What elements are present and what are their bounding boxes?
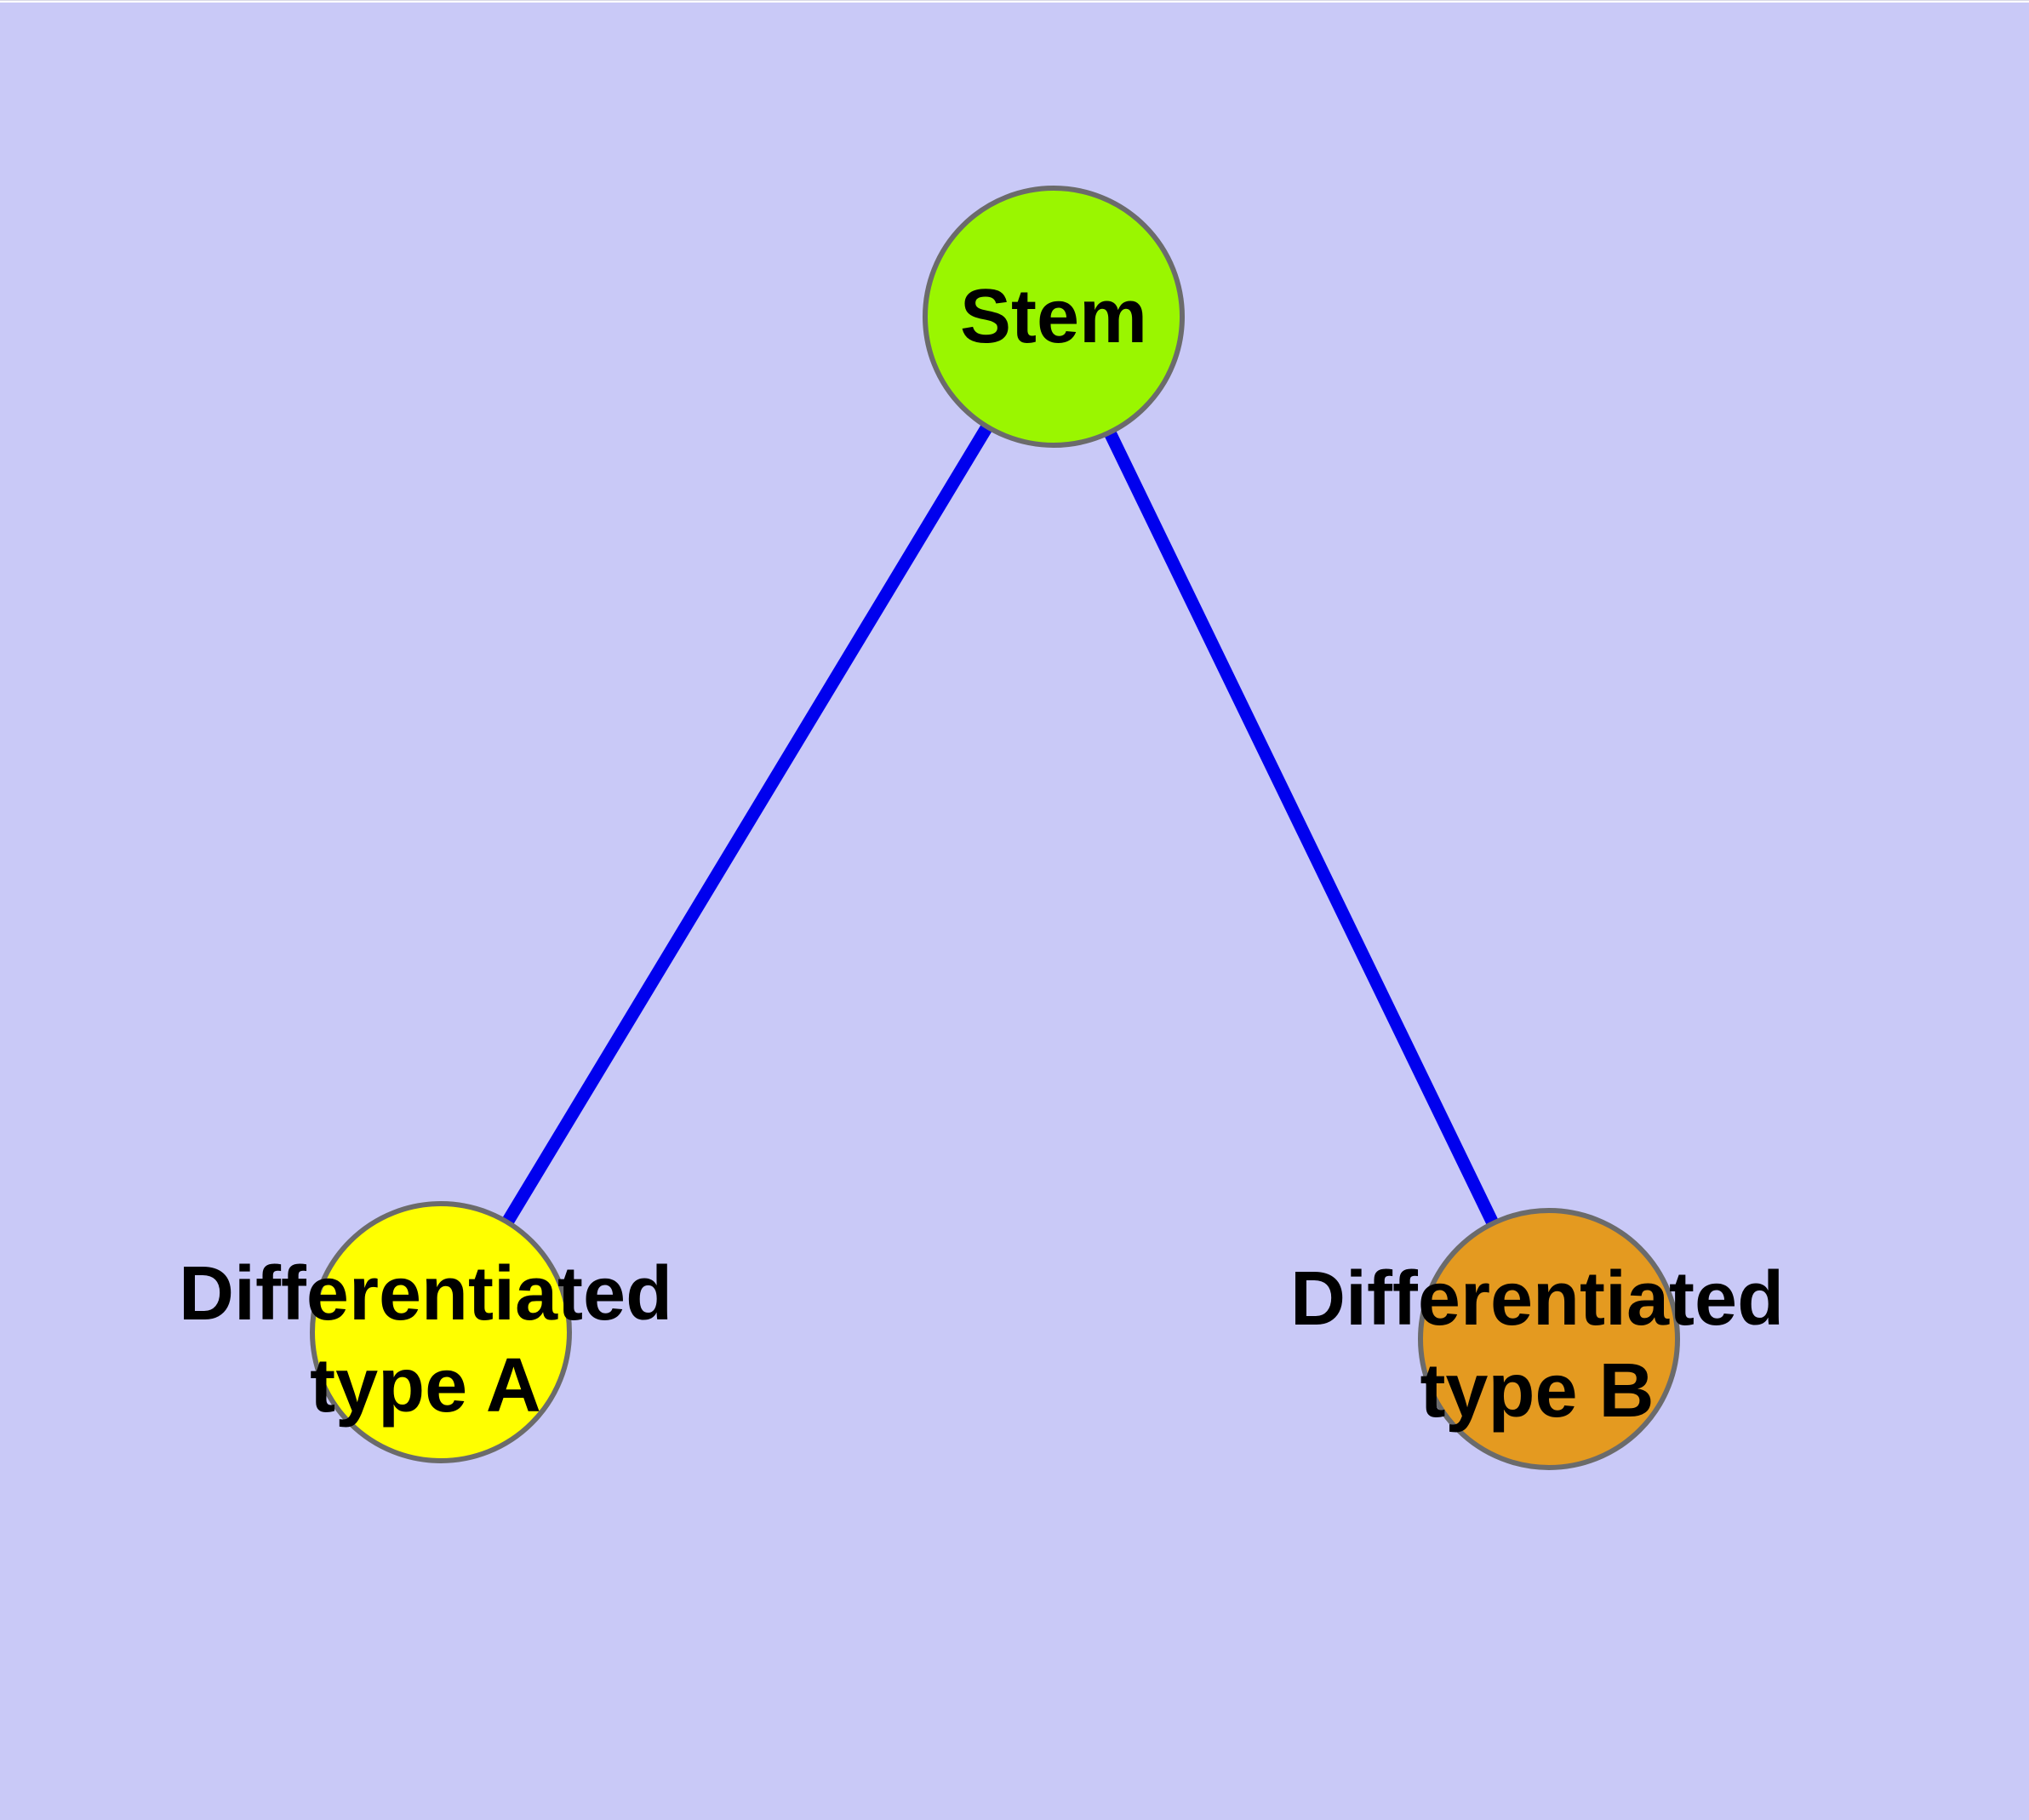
image-top-margin (0, 0, 2029, 3)
edge-stem-to-type-a (435, 313, 1060, 1336)
node-label-line: Differentiated (178, 1251, 673, 1336)
node-stem[interactable] (923, 186, 1185, 448)
node-label-stem: Stem (960, 271, 1147, 363)
node-label-line: type A (310, 1343, 541, 1428)
node-differentiated-type-b[interactable] (1418, 1208, 1680, 1470)
node-label-line: Stem (959, 274, 1148, 359)
node-label-differentiated-type-b: Differentiated type B (1290, 1253, 1784, 1437)
node-label-line: Differentiated (1289, 1256, 1785, 1342)
node-differentiated-type-a[interactable] (310, 1201, 572, 1463)
node-label-line: type B (1420, 1348, 1655, 1434)
edge-stem-to-type-b (1048, 313, 1555, 1342)
node-label-differentiated-type-a: Differentiated type A (179, 1248, 672, 1432)
